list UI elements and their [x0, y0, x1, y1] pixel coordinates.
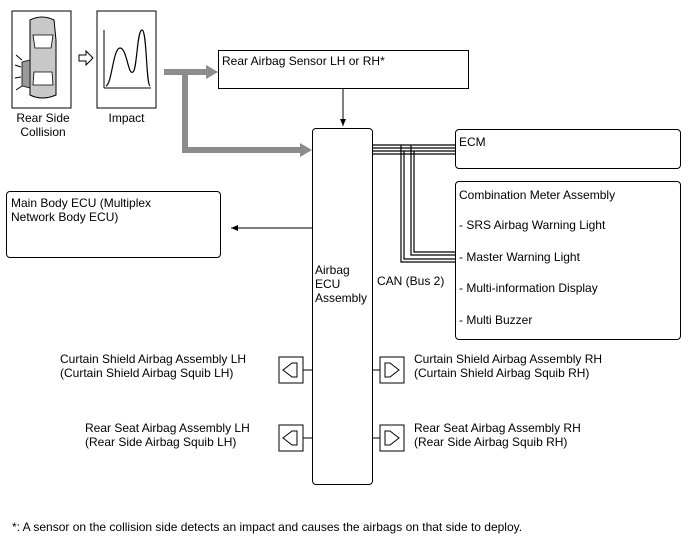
- ecm-box: ECM: [455, 129, 681, 169]
- hollow-right-arrow-icon: [78, 49, 94, 67]
- combination-meter-box: Combination Meter Assembly - SRS Airbag …: [455, 181, 681, 340]
- item-master-warning-light: - Master Warning Light: [459, 250, 580, 264]
- item-srs-warning-light: - SRS Airbag Warning Light: [459, 218, 606, 232]
- airbag-ecu-box: Airbag ECU Assembly: [312, 128, 373, 485]
- main-body-ecu-box: Main Body ECU (Multiplex Network Body EC…: [6, 191, 221, 258]
- can-bus-lines: [373, 144, 455, 263]
- car-top-view-icon: [11, 10, 72, 109]
- rear-airbag-sensor-label: Rear Airbag Sensor LH or RH*: [222, 54, 385, 68]
- footnote: *: A sensor on the collision side detect…: [12, 520, 523, 534]
- ecm-label: ECM: [459, 135, 486, 149]
- main-body-ecu-label: Main Body ECU (Multiplex Network Body EC…: [11, 196, 152, 224]
- rear-seat-rh-label: Rear Seat Airbag Assembly RH (Rear Side …: [414, 421, 581, 449]
- squib-lines: [303, 369, 380, 439]
- rear-airbag-sensor-box: Rear Airbag Sensor LH or RH*: [218, 50, 469, 89]
- squib-connector-icon: [278, 356, 405, 452]
- impact-label: Impact: [108, 111, 145, 125]
- item-multi-buzzer: - Multi Buzzer: [459, 313, 533, 327]
- can-bus-label: CAN (Bus 2): [377, 274, 445, 288]
- rear-side-collision-label: Rear Side Collision: [16, 111, 70, 139]
- impact-graph-icon: [96, 10, 157, 109]
- impact-signal-arrow: [164, 65, 312, 157]
- airbag-ecu-label: Airbag ECU Assembly: [315, 263, 368, 305]
- curtain-shield-lh-label: Curtain Shield Airbag Assembly LH (Curta…: [60, 352, 247, 380]
- curtain-shield-rh-label: Curtain Shield Airbag Assembly RH (Curta…: [414, 352, 603, 380]
- combination-meter-title: Combination Meter Assembly: [459, 188, 616, 202]
- item-multi-information-display: - Multi-information Display: [459, 281, 598, 295]
- rear-seat-lh-label: Rear Seat Airbag Assembly LH (Rear Side …: [85, 421, 250, 449]
